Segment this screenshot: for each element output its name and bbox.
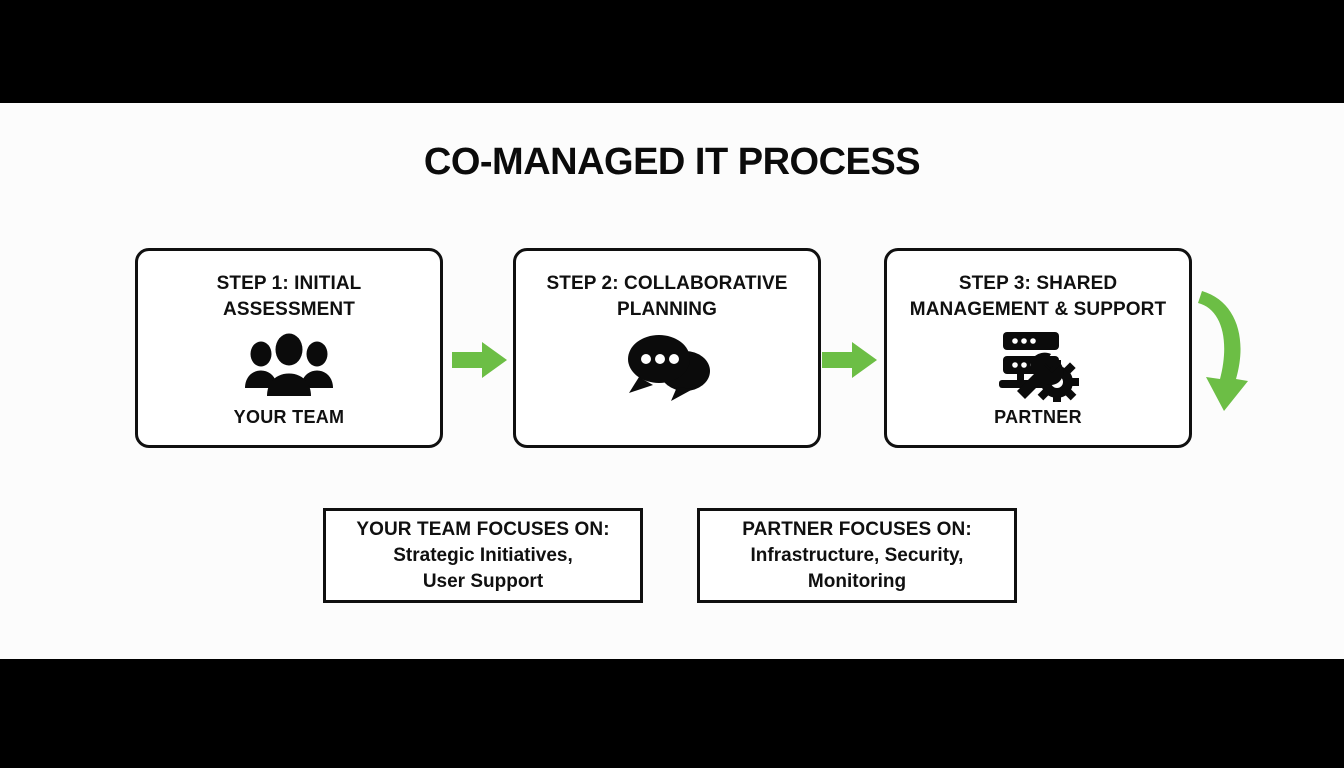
arrow-right-icon xyxy=(820,339,880,381)
curved-arrow-down-icon xyxy=(1196,283,1252,418)
focus-box-partner-heading: PARTNER FOCUSES ON: xyxy=(742,518,972,540)
step-card-2[interactable]: STEP 2: COLLABORATIVE PLANNING xyxy=(513,248,821,448)
focus-box-your-team: YOUR TEAM FOCUSES ON: Strategic Initiati… xyxy=(323,508,643,603)
step-card-3-title: STEP 3: SHARED MANAGEMENT & SUPPORT xyxy=(909,273,1167,320)
step-card-1-title: STEP 1: INITIAL ASSESSMENT xyxy=(216,273,362,320)
focus-box-partner-body: Infrastructure, Security, Monitoring xyxy=(750,544,964,592)
slide-canvas: CO-MANAGED IT PROCESS STEP 1: INITIAL AS… xyxy=(0,103,1344,659)
focus-box-your-team-body: Strategic Initiatives, User Support xyxy=(393,544,573,592)
letterbox-top xyxy=(0,0,1344,103)
server-gear-icon xyxy=(887,323,1189,407)
focus-box-partner: PARTNER FOCUSES ON: Infrastructure, Secu… xyxy=(697,508,1017,603)
page-title: CO-MANAGED IT PROCESS xyxy=(423,141,921,183)
step-card-1[interactable]: STEP 1: INITIAL ASSESSMENT YOUR TEAM xyxy=(135,248,443,448)
arrow-right-icon xyxy=(450,339,510,381)
step-card-3-owner: PARTNER xyxy=(994,407,1082,427)
step-card-3[interactable]: STEP 3: SHARED MANAGEMENT & SUPPORT xyxy=(884,248,1192,448)
focus-box-your-team-heading: YOUR TEAM FOCUSES ON: xyxy=(356,518,610,540)
step-card-1-owner: YOUR TEAM xyxy=(233,407,345,427)
chat-bubbles-icon xyxy=(516,323,818,407)
step-card-2-title: STEP 2: COLLABORATIVE PLANNING xyxy=(546,273,788,320)
letterbox-bottom xyxy=(0,659,1344,768)
people-group-icon xyxy=(138,323,440,407)
step-card-2-owner xyxy=(516,407,818,429)
